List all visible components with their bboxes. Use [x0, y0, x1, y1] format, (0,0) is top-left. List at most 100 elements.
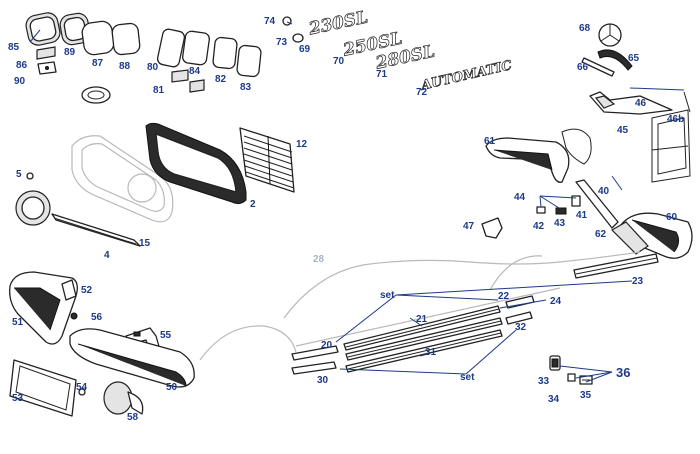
callout-46: 46: [635, 98, 647, 109]
callout-68: 68: [579, 23, 591, 34]
license-plate-53: [9, 359, 77, 417]
badge-230sl: 230SL: [306, 7, 370, 40]
callout-80: 80: [147, 62, 159, 73]
callout-42: 42: [533, 221, 545, 232]
trunk-handle-65: [597, 49, 633, 71]
trunk-strip-66: [581, 57, 615, 77]
callout-58: 58: [127, 412, 139, 423]
callout-41: 41: [576, 210, 588, 221]
rear-bumper-corner-61: [485, 137, 570, 183]
callout-20: 20: [321, 340, 333, 351]
callout-24: 24: [550, 296, 562, 307]
bumper-end-62: [611, 221, 649, 255]
callout-87: 87: [92, 58, 104, 69]
callout-40: 40: [598, 186, 610, 197]
mirror-glass-83: [236, 44, 262, 78]
callout-90: 90: [14, 76, 26, 87]
callout-72: 72: [416, 87, 428, 98]
mirror-87: [81, 20, 115, 56]
clips-33-36: [549, 355, 593, 385]
callout-34: 34: [548, 394, 560, 405]
mirror-base: [81, 86, 111, 104]
callout-74: 74: [264, 16, 276, 27]
callout-12: 12: [296, 139, 308, 150]
callout-44: 44: [514, 192, 526, 203]
star-emblem-68: [598, 23, 622, 47]
callout-61: 61: [484, 136, 496, 147]
callout-51: 51: [12, 317, 24, 328]
mirror-88: [111, 22, 141, 56]
callout-81: 81: [153, 85, 165, 96]
callout-65: 65: [628, 53, 640, 64]
svg-text:AUTOMATIC: AUTOMATIC: [418, 58, 514, 94]
sill-molding-30-31: [291, 329, 503, 375]
callout-2: 2: [250, 199, 256, 210]
horn-grille-5: [26, 172, 34, 180]
callout-36: 36: [616, 365, 630, 380]
bumper-guard-52: [61, 279, 77, 301]
top-frame-46b: [651, 91, 691, 183]
callout-50: 50: [166, 382, 178, 393]
callout-73: 73: [276, 37, 288, 48]
grommet-54: [78, 388, 86, 396]
trunk-lock-45-46: [589, 91, 673, 115]
callout-85: 85: [8, 42, 20, 53]
mirror-frame-80: [156, 28, 186, 68]
callout-35: 35: [580, 390, 592, 401]
callout-89: 89: [64, 47, 76, 58]
callout-set-top: set: [380, 290, 395, 301]
callout-4: 4: [104, 250, 110, 261]
front-bumper-50: [69, 328, 195, 388]
callout-54: 54: [76, 382, 88, 393]
callout-70: 70: [333, 56, 345, 67]
screw-56: [70, 312, 78, 320]
bumper-bracket-40: [575, 179, 619, 229]
callout-56: 56: [91, 312, 103, 323]
callout-22: 22: [498, 291, 510, 302]
callout-5: 5: [16, 169, 22, 180]
callout-21: 21: [416, 314, 428, 325]
car-body-outline-28: [199, 251, 641, 361]
callout-69: 69: [299, 44, 311, 55]
bumper-clips-41-43: [536, 195, 581, 215]
callout-45: 45: [617, 125, 629, 136]
badge-automatic: AUTOMATIC: [418, 58, 515, 95]
rear-shield: [561, 128, 592, 165]
callout-30: 30: [317, 375, 329, 386]
callout-28: 28: [313, 254, 325, 265]
callout-55: 55: [160, 330, 172, 341]
svg-text:230SL: 230SL: [306, 7, 370, 39]
grille-surround-ghost: [71, 135, 174, 223]
callout-71: 71: [376, 69, 388, 80]
callout-88: 88: [119, 61, 131, 72]
callout-15: 15: [139, 238, 151, 249]
grille-insert-12: [239, 127, 295, 193]
sill-molding-21-22: [343, 305, 503, 361]
clip-47: [481, 217, 503, 239]
sill-end-24-32: [505, 295, 535, 325]
callout-33: 33: [538, 376, 550, 387]
mirror-clip-81: [171, 69, 205, 93]
mirror-bracket-86: [36, 46, 56, 60]
callout-83: 83: [240, 82, 252, 93]
callout-86: 86: [16, 60, 28, 71]
grille-frame-2: [145, 122, 247, 205]
mirror-plate-90: [37, 61, 57, 75]
grille-strip-4-15: [51, 213, 141, 247]
callout-labels: 85 89 87 88 86 90 80 84 82 81 83 74 73 6…: [8, 16, 684, 423]
callout-53: 53: [12, 393, 24, 404]
sill-molding-20: [291, 345, 339, 361]
callout-60: 60: [666, 212, 678, 223]
mirror-glass-82: [212, 36, 238, 70]
emblem-ring-73: [292, 33, 304, 43]
callout-52: 52: [81, 285, 93, 296]
callout-43: 43: [554, 218, 566, 229]
callout-62: 62: [595, 229, 607, 240]
front-bumper-51: [9, 271, 78, 345]
callout-23: 23: [632, 276, 644, 287]
callout-47: 47: [463, 221, 475, 232]
callout-46b: 46b: [667, 114, 684, 125]
callout-set-bottom: set: [460, 372, 475, 383]
callout-82: 82: [215, 74, 227, 85]
